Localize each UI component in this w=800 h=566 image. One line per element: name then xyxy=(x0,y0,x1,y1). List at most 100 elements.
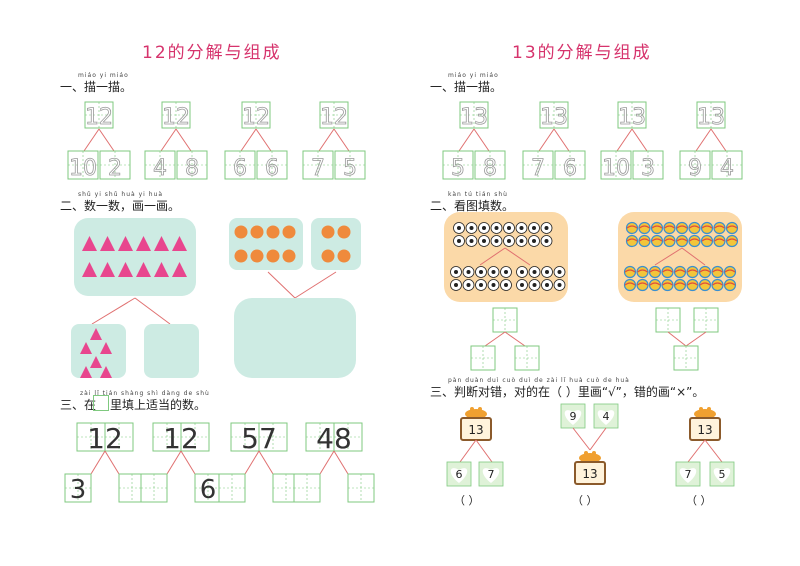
branch-line xyxy=(479,247,506,266)
plaque-top xyxy=(574,461,606,485)
dot-shape xyxy=(282,249,296,263)
count-answer-cell[interactable] xyxy=(693,307,719,333)
beach-ball-icon xyxy=(623,278,637,292)
cartoon-creature-icon xyxy=(465,407,487,419)
fill-top-number: 12 xyxy=(87,422,123,455)
branch-line xyxy=(631,128,648,152)
trace-right-number: 6 xyxy=(265,156,279,181)
dot-shape xyxy=(321,249,335,263)
dot-group xyxy=(234,225,351,263)
left-page-title: 12的分解与组成 xyxy=(142,43,282,63)
beach-ball-icon xyxy=(675,234,689,248)
answer-cell-left[interactable] xyxy=(218,473,246,503)
fill-cell xyxy=(258,422,288,452)
branch-line xyxy=(255,128,272,152)
branch-line xyxy=(685,331,707,347)
answer-paren-2[interactable]: （ ） xyxy=(572,494,598,507)
answer-paren-3[interactable]: （ ） xyxy=(686,494,712,507)
right-s2-pinyin: kàn tú tián shù xyxy=(448,191,508,198)
soccer-ball-icon xyxy=(541,266,553,278)
triangle-shape xyxy=(90,328,102,340)
dot-shape xyxy=(337,225,351,239)
trace-right-cell xyxy=(256,150,288,180)
soccer-ball-icon xyxy=(465,222,478,234)
dot-shape xyxy=(321,225,335,239)
beach-ball-icon xyxy=(698,265,712,279)
trace-top-number: 12 xyxy=(162,105,190,130)
branch-line xyxy=(166,450,182,475)
soccer-ball-icon xyxy=(528,279,541,291)
answer-cell-left[interactable] xyxy=(140,473,168,503)
fill-cell xyxy=(180,422,210,452)
branch-line xyxy=(553,128,570,152)
trace-left-cell xyxy=(144,150,176,180)
count-answer-cell[interactable] xyxy=(470,345,496,371)
count-answer-cell[interactable] xyxy=(655,307,681,333)
branch-line xyxy=(484,331,506,347)
soccer-ball-icon xyxy=(503,235,515,247)
plaque-number: 13 xyxy=(468,423,483,437)
trace-top-cell xyxy=(617,101,647,129)
branch-line xyxy=(267,271,296,299)
soccer-ball-icon xyxy=(500,266,512,278)
trace-right-cell xyxy=(176,150,208,180)
branch-line xyxy=(98,128,115,152)
beach-ball-icon xyxy=(661,265,674,279)
soccer-ball-icon xyxy=(465,235,478,247)
beach-ball-icon xyxy=(686,265,699,279)
triangle-shape xyxy=(80,366,92,378)
left-s3-pinyin: zài lǐ tián shàng shì dàng de shù xyxy=(80,390,210,397)
branch-line xyxy=(240,128,257,152)
soccer-ball-icon xyxy=(541,279,553,291)
soccer-ball-icon xyxy=(540,235,553,247)
branch-line xyxy=(710,128,727,152)
triangle-shape xyxy=(136,262,151,277)
branch-line xyxy=(458,128,475,152)
trace-top-cell xyxy=(539,101,569,129)
soccer-ball-icon xyxy=(453,235,465,247)
soccer-ball-icon xyxy=(475,279,487,291)
answer-cell-right[interactable] xyxy=(347,473,375,503)
branch-line xyxy=(180,450,196,475)
trace-left-number: 9 xyxy=(688,156,702,181)
beach-ball-icon xyxy=(711,265,724,279)
branch-line xyxy=(681,247,706,266)
count-answer-cell[interactable] xyxy=(514,345,540,371)
branch-line xyxy=(244,450,260,475)
beach-ball-icon xyxy=(648,265,662,279)
beach-ball-icon xyxy=(661,278,674,292)
trace-right-cell xyxy=(711,150,743,180)
right-s3-label: 三、判断对错，对的在（ ）里画“√”，错的画“×”。 xyxy=(430,385,705,399)
trace-right-cell xyxy=(99,150,131,180)
answer-cell-left[interactable] xyxy=(293,473,321,503)
triangle-group-12 xyxy=(82,236,187,277)
draw-panel-total[interactable] xyxy=(234,298,356,378)
count-answer-cell[interactable] xyxy=(492,307,518,333)
trace-top-cell xyxy=(319,101,349,129)
soccer-ball-icon xyxy=(553,266,566,278)
ball-panel-soccer xyxy=(444,212,568,302)
branch-line xyxy=(333,128,350,152)
count-answer-cell[interactable] xyxy=(673,345,699,371)
beach-ball-icon xyxy=(663,234,676,248)
trace-left-number: 4 xyxy=(153,156,167,181)
soccer-ball-icon xyxy=(500,279,512,291)
trace-left-cell xyxy=(679,150,711,180)
soccer-ball-icon xyxy=(528,266,541,278)
trace-top-number: 13 xyxy=(697,105,725,130)
trace-right-number: 2 xyxy=(108,156,122,181)
soccer-ball-icon xyxy=(478,235,490,247)
soccer-ball-icon xyxy=(503,222,515,234)
left-s1-pinyin: miáo yi miáo xyxy=(78,72,129,79)
branch-line xyxy=(572,427,591,451)
trace-right-cell xyxy=(334,150,366,180)
answer-paren-1[interactable]: （ ） xyxy=(454,494,480,507)
draw-panel-blank[interactable] xyxy=(144,324,199,378)
soccer-ball-icon xyxy=(450,266,462,278)
left-s3-label-b: 里填上适当的数。 xyxy=(110,398,207,412)
soccer-ball-icon xyxy=(487,266,500,278)
triangle-shape xyxy=(100,236,115,251)
blank-box-icon xyxy=(93,395,109,411)
trace-left-cell xyxy=(302,150,334,180)
